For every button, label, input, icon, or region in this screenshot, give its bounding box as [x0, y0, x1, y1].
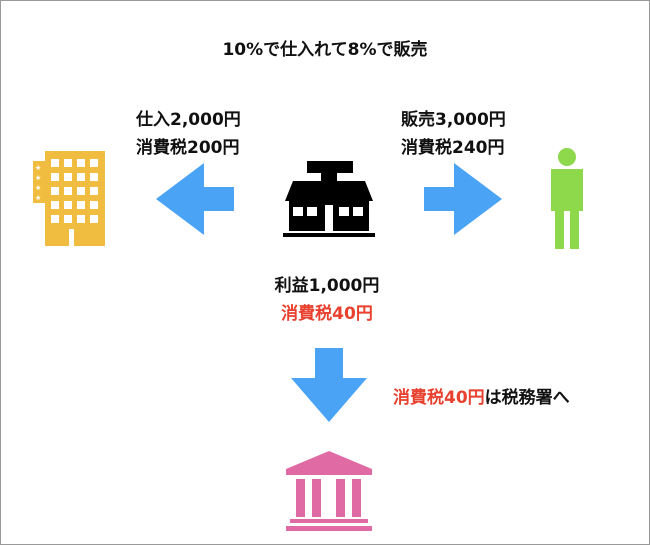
hotel-window: [51, 201, 59, 209]
svg-text:★: ★: [35, 174, 41, 182]
hotel-window: [77, 201, 85, 209]
hotel-window: [77, 159, 85, 167]
hotel-window: [51, 159, 59, 167]
hotel-window: [64, 173, 72, 181]
hotel-window: [77, 215, 85, 223]
right-arrow-icon: [424, 163, 502, 235]
hotel-window: [77, 187, 85, 195]
hotel-icon: ★ ★ ★ ★: [33, 151, 105, 246]
hotel-window: [90, 201, 98, 209]
tax-office-note: 消費税40円は税務署へ: [393, 383, 570, 408]
svg-text:★: ★: [35, 184, 41, 192]
hotel-window: [90, 215, 98, 223]
hotel-window: [51, 215, 59, 223]
hotel-window: [64, 187, 72, 195]
svg-text:★: ★: [35, 164, 41, 172]
tax-amount: 消費税40円: [393, 388, 485, 408]
tax-office-text: は税務署へ: [484, 388, 570, 408]
hotel-window: [90, 187, 98, 195]
hotel-window: [90, 159, 98, 167]
title: 10%で仕入れて8%で販売: [222, 40, 428, 60]
shop-icon: [283, 161, 375, 237]
profit-tax-label: 消費税40円: [281, 304, 373, 324]
purchase-tax-label: 消費税200円: [136, 138, 240, 158]
hotel-window: [64, 201, 72, 209]
profit-label: 利益1,000円: [274, 276, 380, 296]
sales-label: 販売3,000円: [401, 110, 506, 130]
down-arrow-icon: [291, 348, 367, 422]
left-arrow-icon: [156, 163, 234, 235]
hotel-window: [64, 215, 72, 223]
purchase-label: 仕入2,000円: [136, 110, 241, 130]
tax-office-icon: [286, 451, 372, 531]
hotel-window: [51, 187, 59, 195]
sales-tax-label: 消費税240円: [401, 138, 505, 158]
hotel-window: [51, 173, 59, 181]
hotel-window: [64, 159, 72, 167]
hotel-window: [77, 173, 85, 181]
hotel-window: [90, 173, 98, 181]
svg-text:★: ★: [35, 194, 41, 202]
person-icon: [551, 148, 583, 249]
